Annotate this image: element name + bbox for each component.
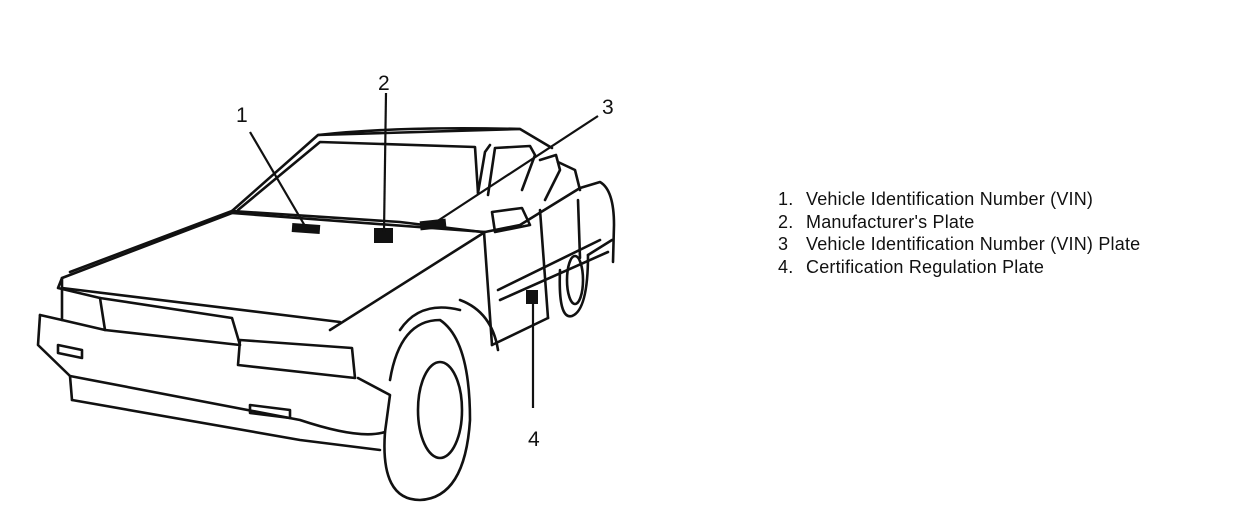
plate-icon-1 bbox=[291, 223, 321, 234]
leader-line-1 bbox=[249, 131, 306, 227]
legend-item-4: 4. Certification Regulation Plate bbox=[778, 256, 1228, 279]
legend-number: 4. bbox=[778, 256, 794, 277]
callout-4: 4 bbox=[528, 428, 540, 451]
legend-number: 2. bbox=[778, 211, 794, 232]
car-icon bbox=[36, 126, 616, 502]
leader-line-3 bbox=[435, 115, 599, 223]
legend-text: Vehicle Identification Number (VIN) bbox=[806, 189, 1094, 209]
legend: 1. Vehicle Identification Number (VIN) 2.… bbox=[778, 188, 1228, 278]
leader-line-2 bbox=[382, 92, 388, 233]
leader-lines bbox=[249, 92, 599, 408]
legend-number: 3 bbox=[778, 234, 789, 254]
plate-icon-3 bbox=[419, 218, 447, 231]
plate-icon-2 bbox=[374, 228, 393, 243]
legend-text: Certification Regulation Plate bbox=[806, 256, 1045, 277]
plate-icons bbox=[291, 218, 538, 304]
callout-3: 3 bbox=[602, 96, 614, 119]
callout-1: 1 bbox=[236, 104, 248, 127]
legend-text: Vehicle Identification Number (VIN) Plat… bbox=[806, 234, 1141, 254]
callout-2: 2 bbox=[378, 72, 390, 95]
plate-icon-4 bbox=[526, 290, 538, 304]
legend-number: 1. bbox=[778, 189, 794, 209]
legend-item-2: 2. Manufacturer's Plate bbox=[778, 211, 1228, 234]
legend-item-1: 1. Vehicle Identification Number (VIN) bbox=[778, 188, 1228, 211]
legend-item-3: 3 Vehicle Identification Number (VIN) Pla… bbox=[778, 233, 1228, 256]
legend-text: Manufacturer's Plate bbox=[806, 211, 975, 232]
